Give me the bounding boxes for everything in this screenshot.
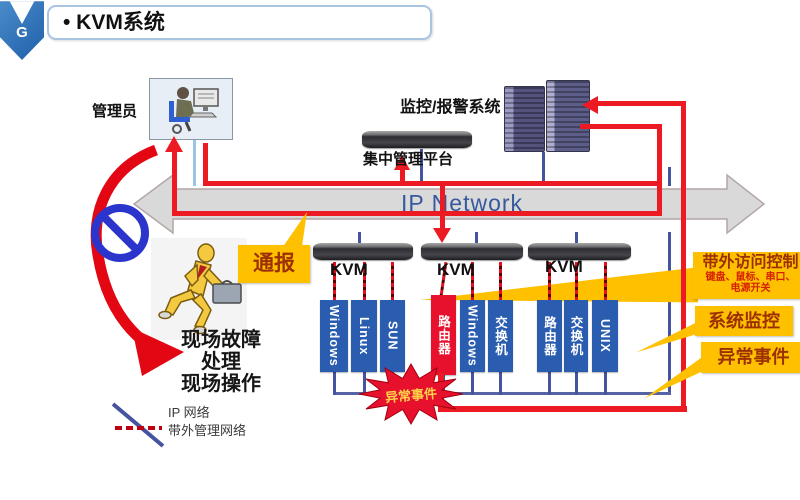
onsite-line-3: 现场操作: [181, 373, 261, 395]
platform-network-link: [420, 149, 423, 186]
kvm-label-2: KVM: [437, 260, 475, 279]
legend-ip-label: IP 网络: [168, 405, 210, 420]
device-bar: 交换机: [488, 300, 513, 372]
network-stub-right-top: [668, 167, 671, 186]
bar-stub: [333, 371, 336, 395]
oob-access-sub1: 键盘、鼠标、串口、: [705, 272, 796, 283]
bar-stub: [575, 371, 578, 395]
kvm-label-1: KVM: [330, 260, 368, 279]
kvm-label-3: KVM: [545, 257, 583, 276]
bar-stub: [363, 371, 366, 395]
kvm-rack-2: [421, 243, 523, 260]
red-line-event-riser: [681, 103, 686, 412]
kvm2-network-link: [475, 232, 478, 244]
server-tower-icon: [504, 86, 545, 152]
device-bar: Windows: [460, 300, 485, 372]
oob-dashed-line: [391, 262, 394, 301]
oob-dashed-line: [604, 262, 607, 301]
red-line-platform-up: [400, 167, 405, 185]
onsite-text: 现场故障 处理 现场操作: [160, 329, 282, 395]
red-line-admin-up: [172, 149, 177, 216]
device-bar: 交换机: [564, 300, 588, 372]
oob-access-callout: 带外访问控制 键盘、鼠标、串口、 电源开关: [693, 252, 800, 299]
bar-stub: [548, 371, 551, 395]
management-platform-rack: [362, 131, 472, 148]
kvm-rack-1: [313, 243, 413, 260]
network-stub-right: [668, 232, 671, 394]
monitoring-label: 监控/报警系统: [400, 99, 501, 116]
oob-dashed-line: [548, 262, 551, 301]
red-line-into-server: [595, 101, 686, 106]
device-bar-alert: 路由器: [431, 295, 456, 375]
oob-access-title: 带外访问控制: [702, 254, 799, 271]
kvm3-network-link: [575, 232, 578, 244]
red-line-event-bottom: [438, 406, 687, 412]
admin-label: 管理员: [92, 103, 138, 120]
oob-dashed-line: [575, 262, 578, 301]
bar-stub: [471, 371, 474, 395]
notify-callout: 通报: [238, 245, 310, 283]
oob-dashed-line: [333, 262, 336, 301]
red-line-right-mid: [657, 126, 662, 216]
device-bar: SUN: [380, 300, 405, 372]
oob-dashed-line: [363, 262, 366, 301]
red-line-server-link: [580, 124, 662, 129]
admin-workstation-icon: [149, 78, 233, 140]
kvm-rack-3: [528, 243, 631, 260]
kvm1-network-link: [358, 232, 361, 244]
monitor-network-link: [542, 152, 545, 186]
server-tower-icon: [546, 80, 590, 152]
admin-network-link: [193, 140, 196, 186]
onsite-line-1: 现场故障: [181, 329, 261, 351]
onsite-line-2: 处理: [201, 351, 241, 373]
badge-notch: [9, 1, 35, 24]
oob-dashed-line: [471, 262, 474, 301]
device-bar: UNIX: [592, 300, 618, 372]
device-bar: Windows: [320, 300, 348, 372]
device-bar: Linux: [351, 300, 377, 372]
device-bar: 路由器: [537, 300, 562, 372]
bar-stub: [604, 371, 607, 395]
oob-dashed-line: [499, 262, 502, 301]
device-bus-line: [334, 392, 671, 395]
sysmon-callout: 系统监控: [695, 306, 793, 336]
event-callout: 异常事件: [701, 342, 800, 373]
platform-label: 集中管理平台: [363, 151, 454, 168]
onsite-runner-icon: [151, 238, 247, 340]
bar-stub: [499, 371, 502, 395]
red-line-admin-down: [203, 143, 208, 186]
oob-access-sub2: 电源开关: [730, 283, 771, 294]
legend-oob-label: 带外管理网络: [168, 423, 247, 438]
page-title: • KVM系统: [47, 5, 432, 40]
red-line-lower: [172, 211, 662, 216]
red-line-upper: [205, 181, 661, 186]
badge-letter: G: [16, 24, 28, 41]
red-line-kvm2-down: [440, 183, 445, 231]
